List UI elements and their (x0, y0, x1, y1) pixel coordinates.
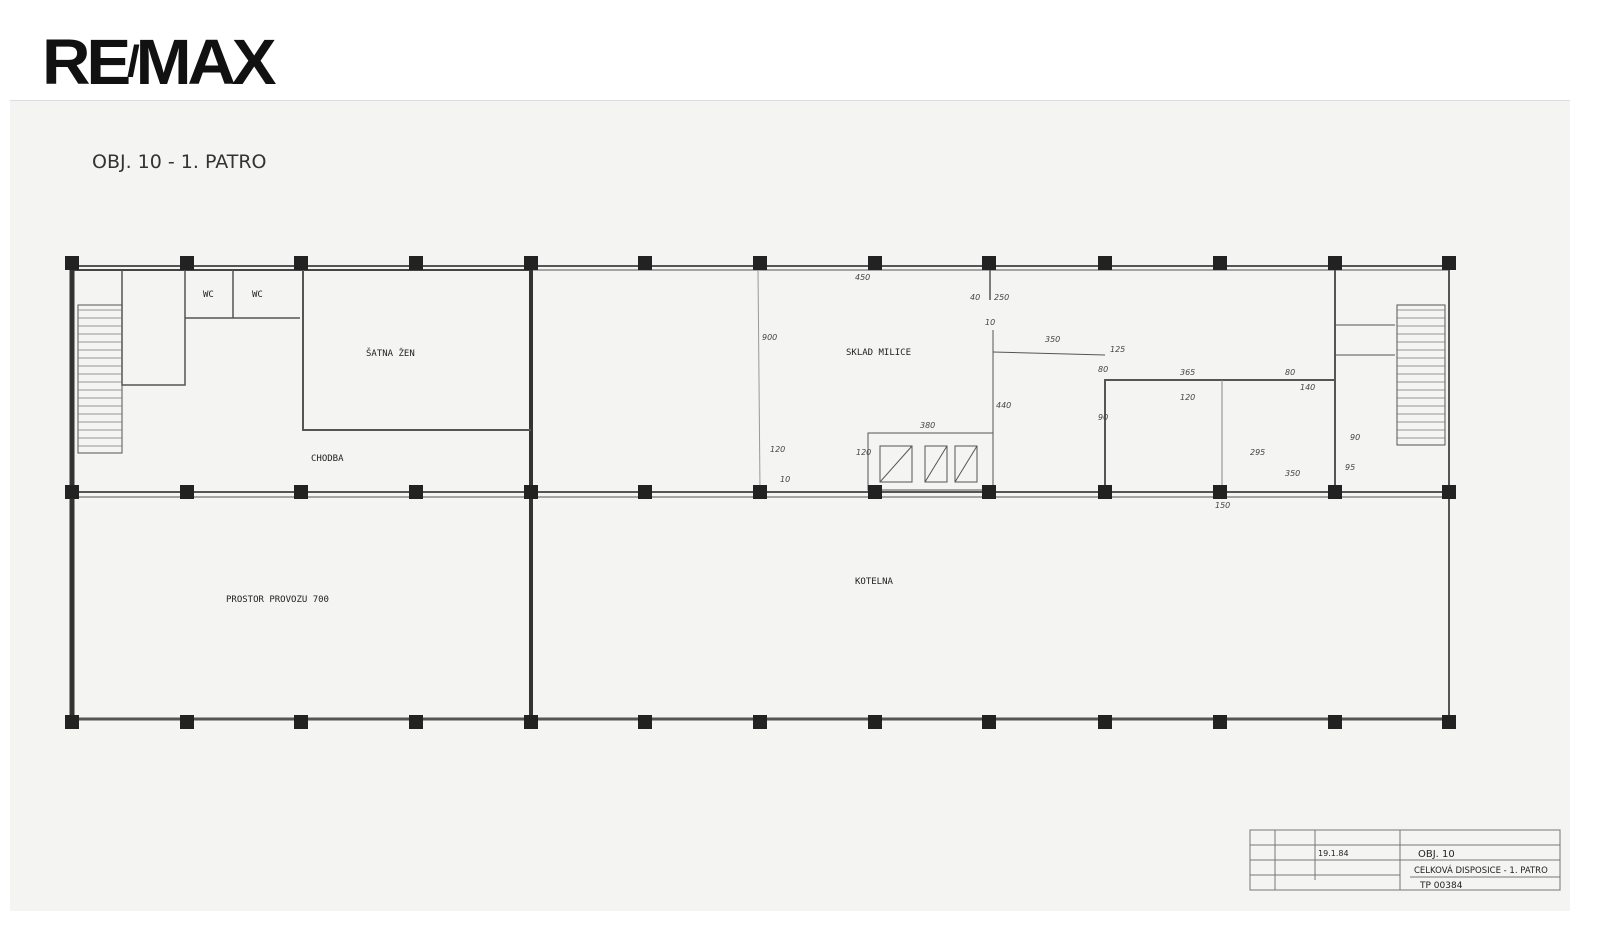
structural-column (868, 256, 882, 270)
room-label-wc: WC (252, 290, 263, 300)
dimension-label: 90 (1098, 413, 1108, 422)
structural-column (868, 485, 882, 499)
room-label-prostor-provozu: PROSTOR PROVOZU 700 (226, 595, 329, 605)
structural-column (524, 256, 538, 270)
dimension-label: 80 (1285, 368, 1295, 377)
structural-column (1442, 256, 1456, 270)
remax-logo: RE/MAX (42, 26, 277, 98)
dimension-label: 350 (1045, 335, 1060, 344)
structural-column (982, 715, 996, 729)
dimension-label: 90 (1350, 433, 1360, 442)
structural-column (180, 485, 194, 499)
structural-column (1213, 715, 1227, 729)
structural-column (1328, 715, 1342, 729)
structural-column (982, 485, 996, 499)
structural-column (638, 715, 652, 729)
structural-column (180, 256, 194, 270)
structural-column (1213, 485, 1227, 499)
structural-column (409, 715, 423, 729)
structural-column (1098, 485, 1112, 499)
dimension-label: 120 (770, 445, 785, 454)
dimension-label: 365 (1180, 368, 1195, 377)
dimension-label: 125 (1110, 345, 1125, 354)
structural-column (1442, 715, 1456, 729)
dimension-label: 120 (856, 448, 871, 457)
room-label-wc: WC (203, 290, 214, 300)
structural-column (1328, 485, 1342, 499)
dimension-label: 900 (762, 333, 777, 342)
structural-column (294, 485, 308, 499)
floor-plan-sheet (10, 100, 1570, 911)
dimension-label: 250 (994, 293, 1009, 302)
structural-column (753, 715, 767, 729)
structural-column (638, 485, 652, 499)
dimension-label: 10 (780, 475, 790, 484)
structural-column (1213, 256, 1227, 270)
structural-column (1098, 715, 1112, 729)
structural-column (409, 485, 423, 499)
dimension-label: 95 (1345, 463, 1355, 472)
room-label-chodba: CHODBA (311, 454, 344, 464)
structural-column (65, 256, 79, 270)
structural-column (868, 715, 882, 729)
dimension-label: 40 (970, 293, 980, 302)
structural-column (180, 715, 194, 729)
dimension-label: 440 (996, 401, 1011, 410)
dimension-label: 10 (985, 318, 995, 327)
dimension-label: 140 (1300, 383, 1315, 392)
dimension-label: 380 (920, 421, 935, 430)
dimension-label: 350 (1285, 469, 1300, 478)
dimension-label: 150 (1215, 501, 1230, 510)
structural-column (1442, 485, 1456, 499)
title-block-drawing-number: TP 00384 (1419, 881, 1463, 891)
structural-column (638, 256, 652, 270)
plan-title: OBJ. 10 - 1. PATRO (92, 151, 266, 173)
room-label-sklad-milice: SKLAD MILICE (846, 348, 911, 358)
structural-column (524, 485, 538, 499)
structural-column (65, 485, 79, 499)
structural-column (294, 715, 308, 729)
structural-column (409, 256, 423, 270)
dimension-label: 295 (1250, 448, 1265, 457)
structural-column (1328, 256, 1342, 270)
room-label-kotelna: KOTELNA (855, 577, 894, 587)
structural-column (753, 256, 767, 270)
title-block-object: OBJ. 10 (1418, 849, 1455, 860)
structural-column (1098, 256, 1112, 270)
room-label-satna-zen: ŠATNA ŽEN (366, 347, 415, 359)
dimension-label: 120 (1180, 393, 1195, 402)
structural-column (524, 715, 538, 729)
structural-column (294, 256, 308, 270)
dimension-label: 80 (1098, 365, 1108, 374)
title-block-drawing-name: CELKOVÁ DISPOSICE - 1. PATRO (1414, 864, 1548, 876)
structural-column (982, 256, 996, 270)
title-block-date: 19.1.84 (1318, 849, 1349, 858)
title-block (1249, 829, 1561, 891)
dimension-label: 450 (855, 273, 870, 282)
structural-column (753, 485, 767, 499)
structural-column (65, 715, 79, 729)
